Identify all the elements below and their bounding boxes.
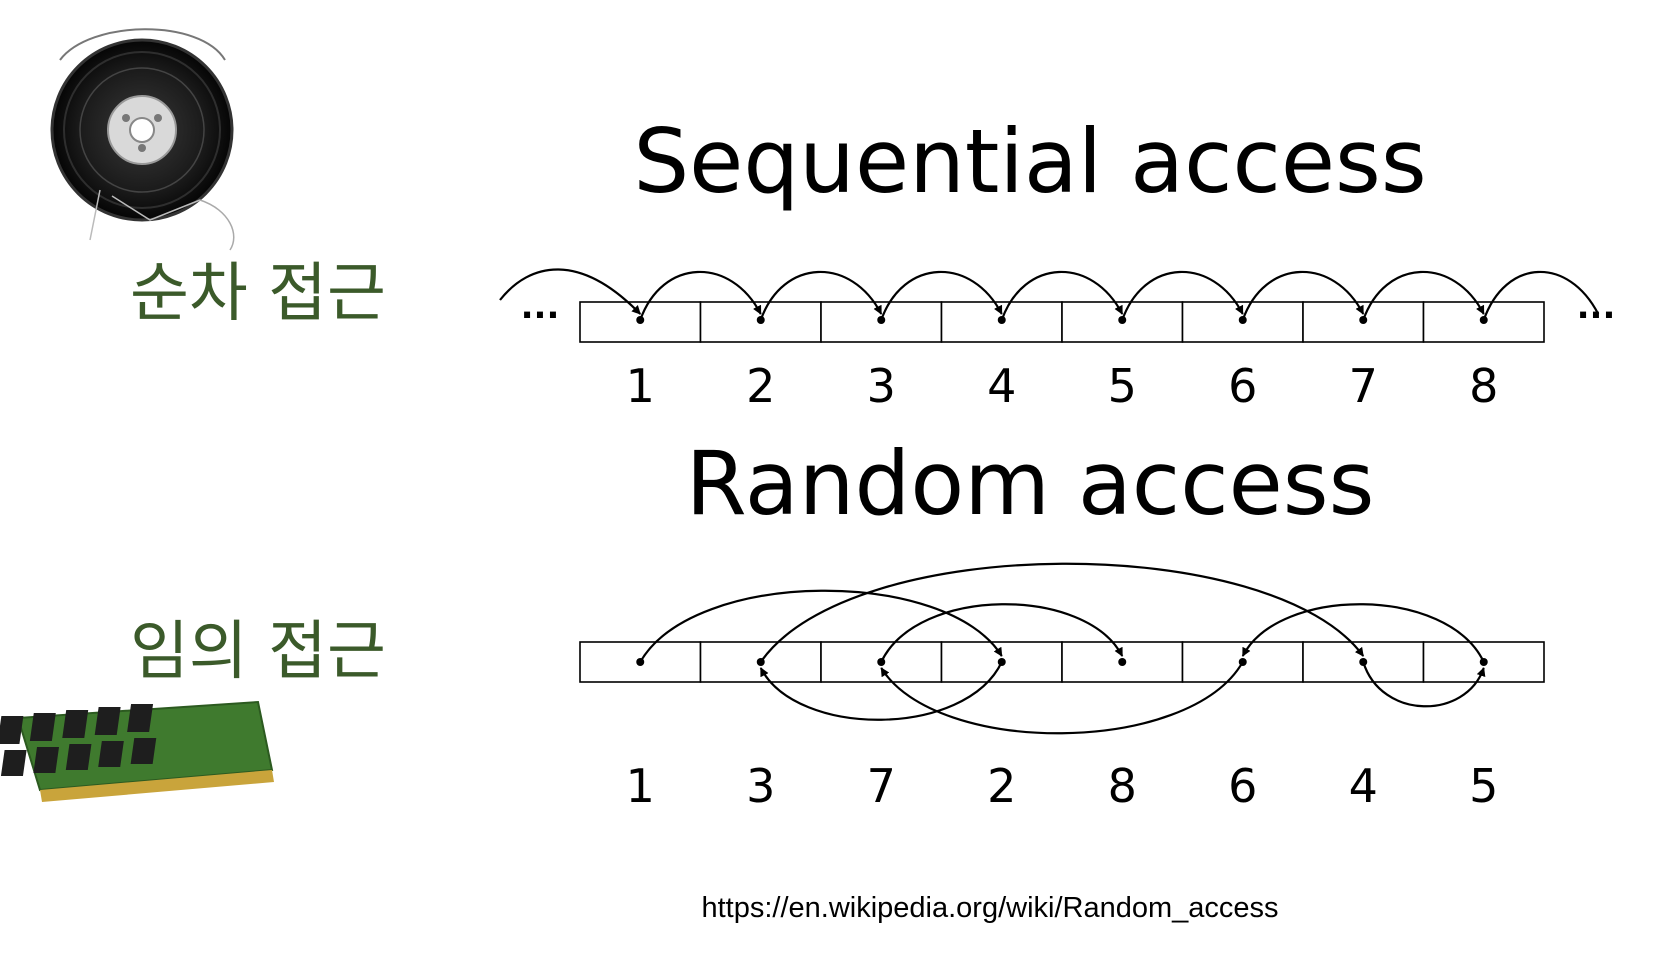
sequential-ellipsis-left: ... xyxy=(521,287,560,327)
sequential-cell-label: 7 xyxy=(1349,359,1378,413)
sequential-arrows xyxy=(499,268,1600,324)
random-cell-label: 5 xyxy=(1469,759,1498,813)
sequential-arrow xyxy=(880,270,1003,321)
random-arrow xyxy=(880,661,1244,735)
sequential-arrow xyxy=(1362,270,1485,321)
random-korean-label: 임의 접근 xyxy=(130,615,386,689)
random-arrow xyxy=(880,603,1124,663)
random-cell-label: 6 xyxy=(1228,759,1257,813)
random-arrow xyxy=(1362,661,1486,708)
sequential-arrow xyxy=(1121,270,1244,321)
random-cell-label: 1 xyxy=(626,759,655,813)
sequential-cell-label: 2 xyxy=(746,359,775,413)
sequential-strip xyxy=(579,301,1545,343)
random-cell-label: 7 xyxy=(867,759,896,813)
random-arrow xyxy=(639,589,1003,663)
random-cell-labels: 1 3 7 2 8 6 4 5 xyxy=(626,759,1499,813)
sequential-cell-label: 6 xyxy=(1228,359,1257,413)
ram-module-icon xyxy=(0,700,274,802)
sequential-title: Sequential access xyxy=(633,110,1427,213)
random-title: Random access xyxy=(685,432,1375,535)
random-strip xyxy=(579,641,1545,683)
sequential-ellipsis-right: ... xyxy=(1577,287,1616,327)
random-arrow xyxy=(759,661,1003,721)
tape-reel-icon xyxy=(50,28,235,251)
random-dot xyxy=(1118,658,1127,666)
sequential-korean-label: 순차 접근 xyxy=(130,257,386,331)
random-cell-label: 3 xyxy=(746,759,775,813)
sequential-cell-label: 1 xyxy=(626,359,655,413)
sequential-cell-label: 8 xyxy=(1469,359,1498,413)
sequential-arrow xyxy=(759,270,883,321)
random-arrow xyxy=(1241,603,1485,663)
sequential-cell-labels: 1 2 3 4 5 6 7 8 xyxy=(626,359,1499,413)
sequential-arrow xyxy=(1000,270,1124,321)
sequential-cell-label: 5 xyxy=(1108,359,1137,413)
random-cell-label: 4 xyxy=(1349,759,1378,813)
sequential-arrow xyxy=(1241,270,1365,321)
source-link[interactable]: https://en.wikipedia.org/wiki/Random_acc… xyxy=(701,892,1279,924)
sequential-arrow xyxy=(1482,270,1600,321)
sequential-arrow xyxy=(499,268,642,315)
random-cell-label: 2 xyxy=(987,759,1016,813)
sequential-arrow xyxy=(639,270,762,321)
sequential-cell-label: 4 xyxy=(987,359,1016,413)
sequential-cell-label: 3 xyxy=(867,359,896,413)
random-arrows xyxy=(636,562,1488,735)
random-cell-label: 8 xyxy=(1108,759,1137,813)
